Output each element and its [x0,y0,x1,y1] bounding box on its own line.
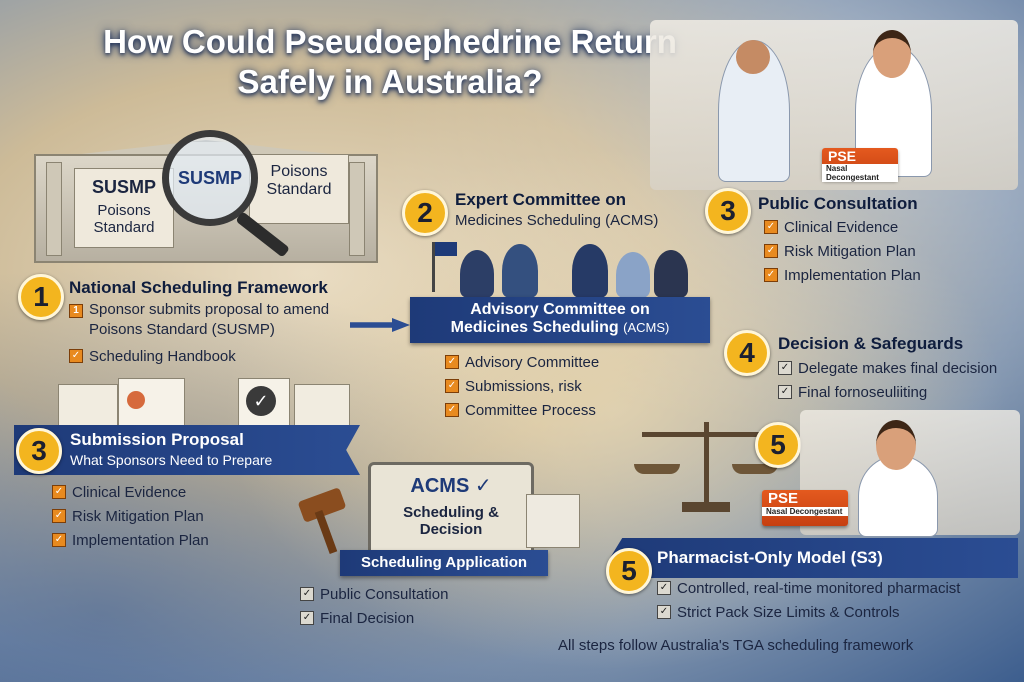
step-3b-heading: Public Consultation [758,194,918,213]
gavel-icon [296,487,358,558]
step-2-heading-line2: Medicines Scheduling (ACMS) [455,212,659,229]
building-poisons-label: Poisons Standard [93,202,155,236]
calendar-icon [526,494,580,548]
acms-clipboard: ACMS ✓ Scheduling & Decision [368,462,534,563]
parliament-building-illustration: SUSMP Poisons Standard Poisons Standard … [14,130,384,265]
step-2-list: ✓Advisory Committee ✓Submissions, risk ✓… [445,350,599,422]
scheduling-list: ✓Public Consultation ✓Final Decision [300,582,448,630]
list-item: ✓Submissions, risk [445,374,599,398]
list-item: ✓Implementation Plan [52,528,209,552]
pharmacist-head [873,30,911,78]
list-item: ✓Committee Process [445,398,599,422]
pse-box-lower: PSE Nasal Decongestant [762,490,848,526]
step-2-badge: 2 [402,190,448,236]
list-item: ✓Final Decision [300,606,448,630]
magnifier-icon: SUSMP [162,130,258,226]
list-item: ✓Clinical Evidence [764,215,921,239]
step-5-heading: Pharmacist-Only Model (S3) [657,548,883,567]
list-item: ✓Risk Mitigation Plan [764,239,921,263]
page-title: How Could Pseudoephedrine Return Safely … [103,23,677,100]
list-item: ✓Clinical Evidence [52,480,209,504]
step-3a-subheading: What Sponsors Need to Prepare [70,452,273,468]
customer-head [736,40,770,74]
list-item: ✓Strict Pack Size Limits & Controls [657,600,960,624]
list-item: ✓Controlled, real-time monitored pharmac… [657,576,960,600]
step-3a-list: ✓Clinical Evidence ✓Risk Mitigation Plan… [52,480,209,552]
list-item: ✓Final fornoseuliiting [778,380,997,404]
scales-of-justice-icon [632,418,780,514]
footer-note: All steps follow Australia's TGA schedul… [558,637,914,654]
building-susmp-label: SUSMP [91,177,156,197]
step-3b-badge: 3 [705,188,751,234]
sign-poisons-standard: Poisons Standard [266,163,332,198]
list-item: ✓Scheduling Handbook [69,344,389,368]
step-4-badge: 4 [724,330,770,376]
documents-illustration: ✓ [58,378,350,430]
step-2-heading: Expert Committee on [455,190,626,209]
list-item: ✓Risk Mitigation Plan [52,504,209,528]
list-item: ✓Delegate makes final decision [778,356,997,380]
acms-banner: Advisory Committee on Medicines Scheduli… [410,297,710,343]
step-4-list: ✓Delegate makes final decision ✓Final fo… [778,356,997,404]
pse-box-top: PSE Nasal Decongestant [822,148,898,182]
step-3a-badge: 3 [16,428,62,474]
step-3b-list: ✓Clinical Evidence ✓Risk Mitigation Plan… [764,215,921,287]
step-5-banner [610,538,1018,578]
step-3a-heading: Submission Proposal [70,430,244,449]
step-1-badge: 1 [18,274,64,320]
committee-people-illustration [432,238,690,298]
list-item: ✓Advisory Committee [445,350,599,374]
step-5-top-badge: 5 [755,422,801,468]
list-item: ✓Implementation Plan [764,263,921,287]
list-item: ✓Public Consultation [300,582,448,606]
step-3-submission-banner [14,425,360,475]
step-4-heading: Decision & Safeguards [778,334,964,353]
step-5-badge: 5 [606,548,652,594]
checkmark-circle-icon: ✓ [246,386,276,416]
scheduling-application-banner: Scheduling Application [340,550,548,576]
step-5-list: ✓Controlled, real-time monitored pharmac… [657,576,960,624]
pharmacist-lower-head [876,420,916,470]
step-1-heading: National Scheduling Framework [69,278,328,297]
